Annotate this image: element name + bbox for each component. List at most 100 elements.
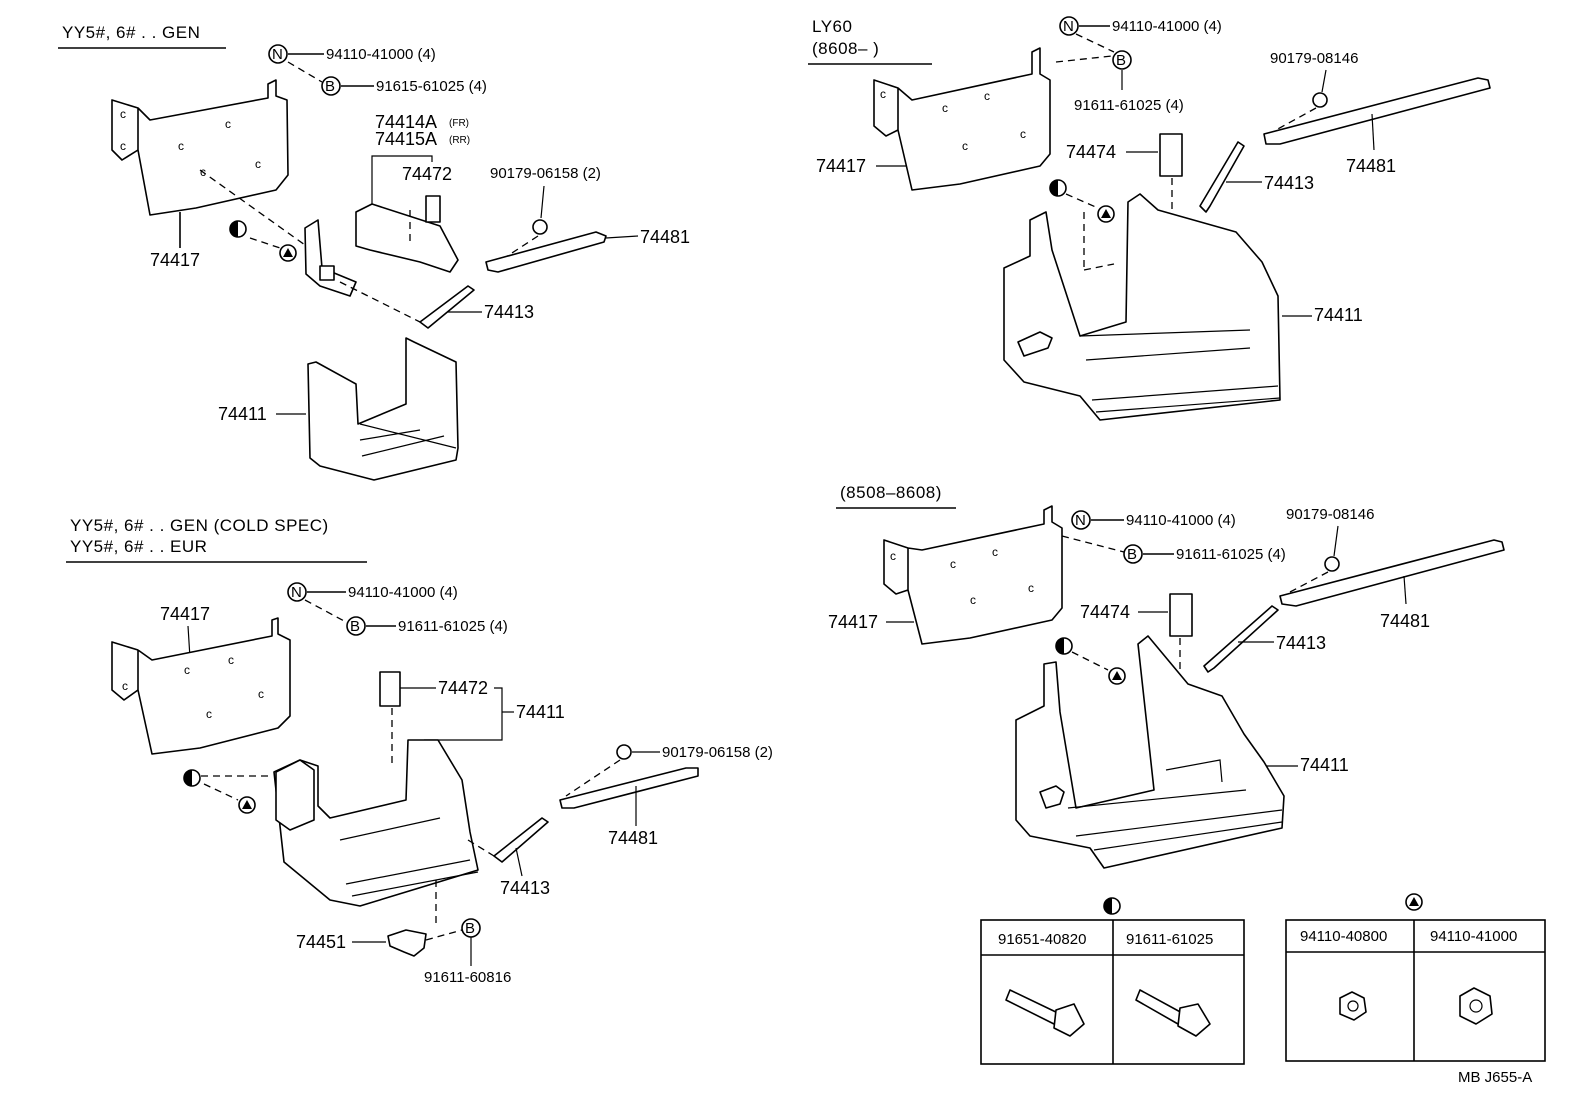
table-col-91611-61025: 91611-61025: [1126, 931, 1213, 948]
cushion-74472: [425, 195, 441, 223]
section-subtitle: (8608– ): [812, 39, 879, 58]
tray-74411: [273, 739, 479, 907]
section-title: YY5#, 6# . . GEN: [62, 23, 200, 42]
bolt-illustration: [1135, 989, 1211, 1037]
svg-text:B: B: [465, 920, 475, 937]
label-74417: 74417: [160, 604, 210, 624]
label-74413: 74413: [484, 302, 534, 322]
tray-74411: [307, 337, 459, 481]
svg-text:c: c: [255, 157, 261, 171]
section-subtitle: YY5#, 6# . . EUR: [70, 537, 207, 556]
callout-bolt-90179: 90179-08146: [1270, 50, 1358, 67]
rod-74413: [1203, 605, 1279, 673]
label-74413: 74413: [1264, 173, 1314, 193]
bolt-symbol-b: [346, 616, 366, 636]
svg-text:N: N: [291, 584, 302, 601]
label-74481: 74481: [640, 227, 690, 247]
svg-text:c: c: [122, 679, 128, 693]
svg-text:c: c: [225, 117, 231, 131]
label-74417: 74417: [828, 612, 878, 632]
table-col-94110-41000: 94110-41000: [1430, 928, 1517, 945]
tray-74411: [1015, 635, 1285, 869]
nut-illustration: [1339, 991, 1367, 1021]
tray-74411: [1003, 193, 1281, 421]
label-74415a: 74415A: [375, 129, 437, 149]
callout-b-bolt: 91615-61025 (4): [376, 78, 487, 95]
hold-down-74414a: [355, 203, 459, 273]
bolt-90179-06158: [532, 219, 548, 235]
label-74472: 74472: [438, 678, 488, 698]
svg-text:c: c: [992, 545, 998, 559]
callout-n-nut: 94110-41000 (4): [1126, 512, 1236, 529]
svg-text:N: N: [1063, 18, 1074, 35]
section-title: LY60: [812, 17, 852, 36]
section-ly60-8608: LY60 (8608– ) c c c c c 74417 N 94110-41…: [808, 16, 1491, 421]
callout-b2-bolt: 91611-60816: [424, 969, 511, 986]
callout-b-bolt: 91611-61025 (4): [1074, 97, 1184, 114]
svg-text:N: N: [1075, 512, 1086, 529]
label-74417: 74417: [150, 250, 200, 270]
bolt-90179-06158: [616, 744, 632, 760]
svg-text:B: B: [1116, 52, 1126, 69]
callout-n-nut: 94110-41000 (4): [326, 46, 436, 63]
svg-text:B: B: [325, 78, 335, 95]
rod-74481: [1279, 539, 1505, 607]
table-triangle-nuts: 94110-40800 94110-41000: [1285, 893, 1546, 1062]
label-74481: 74481: [608, 828, 658, 848]
svg-text:c: c: [880, 87, 886, 101]
bracket-74417: [883, 505, 1063, 645]
label-74411: 74411: [1314, 305, 1363, 325]
label-74414a: 74414A: [375, 112, 437, 132]
callout-bolt-90179: 90179-08146: [1286, 506, 1374, 523]
rod-74413: [493, 817, 549, 863]
clamp-bracket: [304, 219, 357, 297]
label-74481: 74481: [1380, 611, 1430, 631]
bolt-illustration: [1005, 989, 1085, 1037]
svg-text:c: c: [1028, 581, 1034, 595]
bolt-90179-08146: [1312, 92, 1328, 108]
callout-b-bolt: 91611-61025 (4): [398, 618, 508, 635]
label-74474: 74474: [1080, 602, 1130, 622]
svg-text:(FR): (FR): [449, 118, 469, 129]
callout-bolt-90179: 90179-06158 (2): [662, 744, 773, 761]
svg-text:c: c: [970, 593, 976, 607]
callout-bolt-90179: 90179-06158 (2): [490, 165, 601, 182]
bolt-90179-08146: [1324, 556, 1340, 572]
bolt-symbol-b: [321, 76, 341, 96]
clip-74451: [387, 929, 427, 957]
section-title: (8508–8608): [840, 483, 942, 502]
table-col-91651-40820: 91651-40820: [998, 931, 1086, 948]
bracket-74417: [111, 79, 289, 216]
nut-illustration: [1459, 987, 1493, 1025]
bolt-symbol-b: [1123, 544, 1143, 564]
section-yy-gen: YY5#, 6# . . GEN c c c c c c N 94110-410…: [58, 23, 690, 481]
nut-symbol-n: [1059, 16, 1079, 36]
label-74413: 74413: [500, 878, 550, 898]
table-half-circle-bolts: 91651-40820 91611-61025: [980, 897, 1245, 1065]
label-74472: 74472: [402, 164, 452, 184]
cushion-74474: [1169, 593, 1193, 637]
svg-text:c: c: [120, 107, 126, 121]
bolt-symbol-b: [1112, 50, 1132, 70]
svg-text:(RR): (RR): [449, 135, 470, 146]
table-col-94110-40800: 94110-40800: [1300, 928, 1387, 945]
nut-symbol-n: [287, 582, 307, 602]
rod-74481: [1263, 77, 1491, 145]
footer-code: MB J655-A: [1458, 1069, 1532, 1086]
rod-74481: [559, 767, 699, 809]
svg-text:c: c: [178, 139, 184, 153]
cushion-74472: [379, 671, 401, 707]
rod-74413: [1199, 141, 1245, 213]
label-74411: 74411: [218, 404, 267, 424]
label-74411: 74411: [516, 702, 565, 722]
section-yy-cold-spec: YY5#, 6# . . GEN (COLD SPEC) YY5#, 6# . …: [66, 516, 773, 986]
svg-text:c: c: [890, 549, 896, 563]
svg-text:B: B: [1127, 546, 1137, 563]
svg-text:c: c: [942, 101, 948, 115]
label-74481: 74481: [1346, 156, 1396, 176]
svg-text:c: c: [1020, 127, 1026, 141]
callout-n-nut: 94110-41000 (4): [1112, 18, 1222, 35]
section-8508-8608: (8508–8608) c c c c c 74417 N 94110-4100…: [828, 483, 1505, 869]
nut-symbol-n: [268, 44, 288, 64]
